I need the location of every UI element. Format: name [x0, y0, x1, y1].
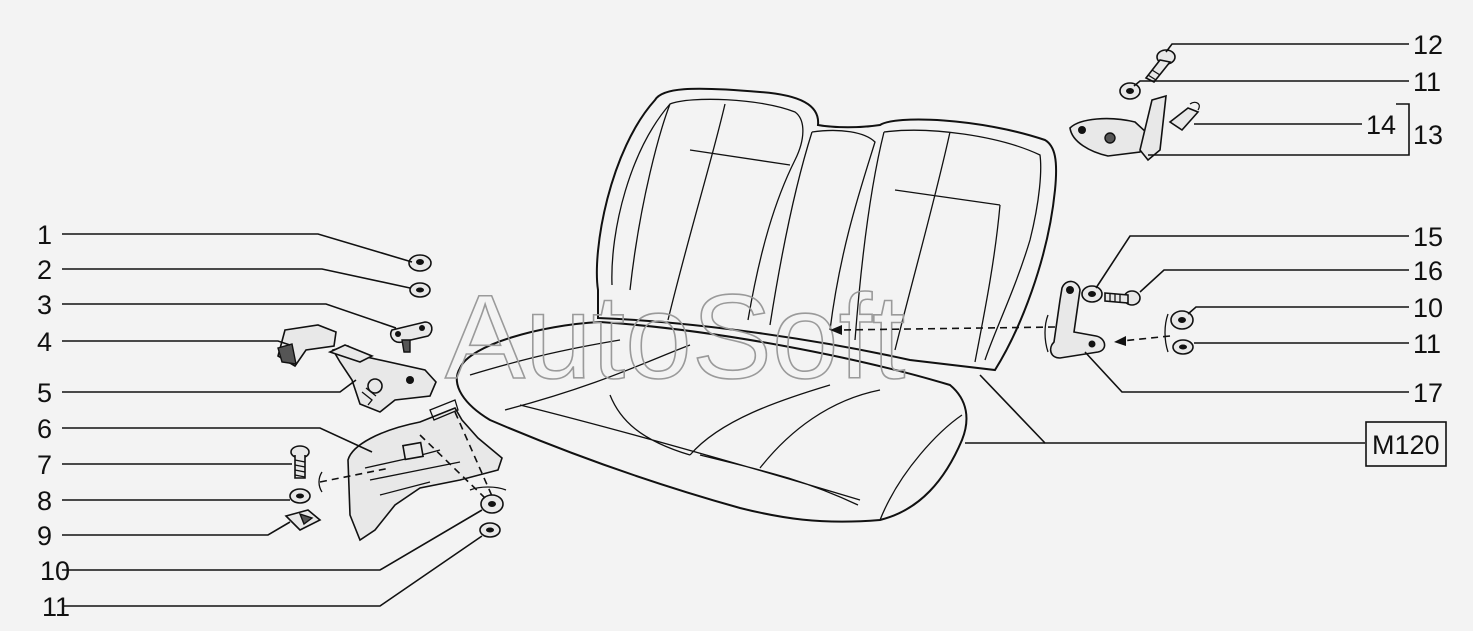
seat-backrest-right-cushion: [854, 129, 1042, 363]
hinge-part-5: [327, 344, 437, 413]
clip-nut-part-9: [284, 509, 322, 531]
right-hinge-parts: [830, 49, 1200, 359]
callout-labels-left: 1 2 3 4 5 6 7 8 9 10 11: [37, 220, 70, 622]
assembly-line-left-4: [318, 471, 323, 493]
washer-part-11-left: [479, 522, 501, 538]
assembly-line-right-arrow-1: [830, 325, 842, 335]
callout-label: 10: [1413, 293, 1443, 323]
seat-backrest: [595, 87, 1058, 372]
clip-part-14: [1168, 101, 1200, 132]
callout-label: 2: [37, 255, 52, 285]
nut-part-1: [408, 254, 432, 272]
washer-part-8: [289, 488, 311, 504]
callout-label: 10: [40, 556, 70, 586]
latch-part-13: [1069, 94, 1167, 162]
seat-backrest-left-cushion: [611, 98, 804, 321]
callout-labels-right: 12 11 14 13 15 16 10 11 17: [1366, 30, 1443, 408]
callout-label: 7: [37, 450, 52, 480]
leader-lines: [62, 43, 1410, 607]
callout-label: 14: [1366, 110, 1396, 140]
washer-part-2: [409, 282, 431, 298]
callout-label: 1: [37, 220, 52, 250]
callout-label: 11: [1413, 67, 1441, 97]
assembly-line-right-2: [1121, 335, 1171, 342]
model-code-box: M120: [1365, 421, 1447, 467]
callout-label: 3: [37, 290, 52, 320]
bracket-part-3: [389, 321, 433, 353]
callout-label: 5: [37, 378, 52, 408]
hinge-arm-part-17: [1049, 280, 1106, 359]
side-bracket-part-6: [347, 399, 503, 542]
nut-part-10-right: [1170, 310, 1194, 330]
assembly-line-right-arrow-2: [1114, 336, 1126, 346]
callout-label: 11: [1413, 329, 1441, 359]
assembly-line-left-5: [469, 486, 507, 491]
bolt-part-16: [1104, 290, 1141, 306]
callout-label: 4: [37, 327, 52, 357]
callout-label: 8: [37, 486, 52, 516]
callout-label: 16: [1413, 256, 1443, 286]
callout-label: 6: [37, 414, 52, 444]
assembly-line-right-3: [1044, 314, 1049, 353]
watermark-text: AutoSoft: [445, 270, 905, 404]
assembly-line-right-1: [837, 326, 1056, 331]
callout-label: 17: [1413, 378, 1443, 408]
callout-label: 9: [37, 521, 52, 551]
seat-cushion-seams: [469, 339, 963, 521]
washer-part-11-top: [1119, 82, 1141, 100]
callout-label: 12: [1413, 30, 1443, 60]
callout-label: 15: [1413, 222, 1443, 252]
seat-backrest-centre: [769, 129, 876, 331]
callout-label: 13: [1413, 120, 1443, 150]
assembly-line-right-4: [1164, 313, 1169, 353]
bolt-part-7: [290, 445, 310, 479]
handle-part-4: [277, 324, 337, 368]
seat-assembly: [455, 87, 1058, 523]
model-code-label: M120: [1372, 430, 1440, 460]
washer-part-15: [1081, 285, 1103, 303]
left-hinge-parts: [277, 254, 507, 542]
bolt-part-12: [1144, 49, 1176, 84]
assembly-line-left-2: [419, 434, 486, 499]
assembly-line-left-3: [454, 411, 493, 497]
seat-cushion: [455, 320, 968, 523]
washer-part-11-right: [1172, 339, 1194, 355]
callout-label: 11: [42, 592, 70, 622]
